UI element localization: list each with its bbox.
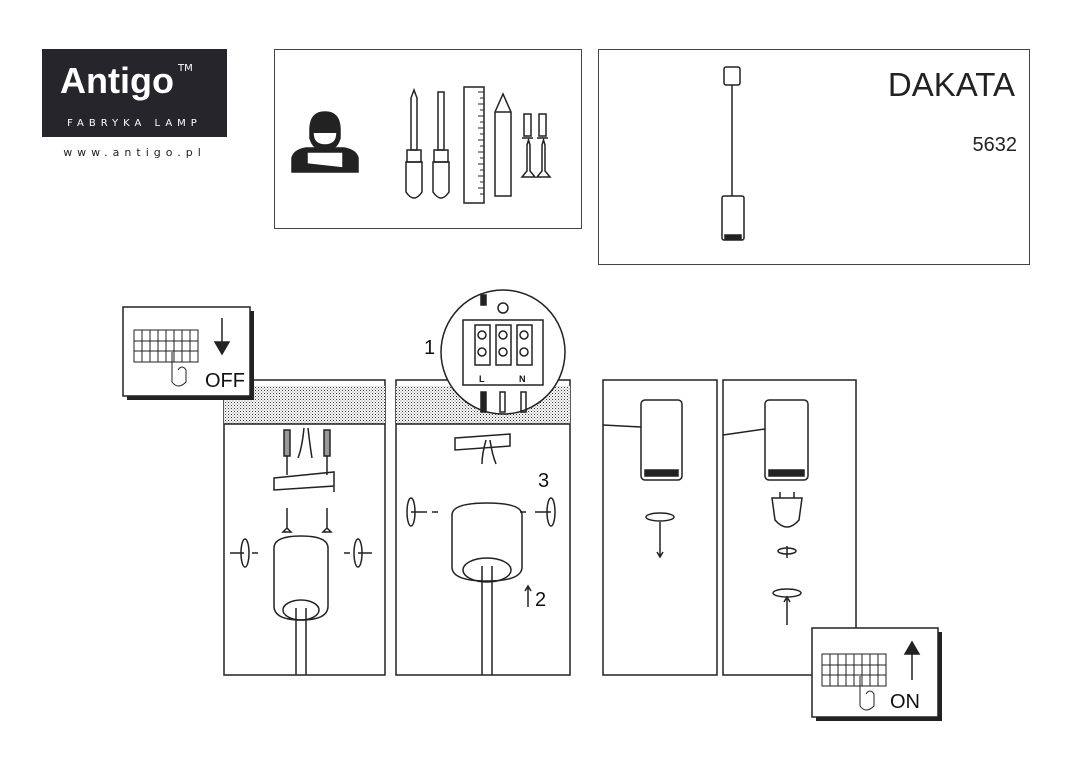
phillips-screwdriver-icon — [405, 87, 423, 199]
wall-plug-icon — [522, 113, 548, 139]
product-name: DAKATA — [887, 66, 1015, 103]
arrow-down-icon — [213, 318, 231, 356]
electrician-icon — [291, 111, 359, 173]
step-panel-3 — [602, 379, 718, 676]
logo-trademark: TM — [177, 63, 193, 74]
bulb-install — [722, 399, 809, 625]
brand-logo: Antigo TM FABRYKA LAMP — [42, 49, 227, 137]
terminal-l-label: L — [479, 374, 485, 384]
ceiling-mount-assembly — [230, 427, 372, 675]
arrow-up-icon — [903, 640, 921, 680]
flat-screwdriver-icon — [432, 91, 450, 199]
tools-panel — [274, 49, 582, 229]
step-1-label: 1 — [424, 337, 435, 359]
screw-icon — [520, 137, 552, 178]
logo-tagline: FABRYKA LAMP — [67, 118, 202, 129]
step-3-label: 3 — [538, 470, 549, 492]
power-on-label: ON — [890, 691, 920, 713]
pencil-icon — [494, 92, 512, 197]
terminal-n-label: N — [519, 374, 526, 384]
lamp-shade-install — [602, 399, 683, 559]
ruler-icon — [463, 86, 485, 204]
step-panel-1 — [223, 379, 386, 676]
website-url: www.antigo.pl — [63, 146, 206, 159]
logo-wordmark: Antigo TM — [60, 61, 193, 101]
step-panel-4 — [722, 379, 857, 676]
fuse-box-icon — [821, 653, 887, 711]
logo-name: Antigo — [60, 60, 174, 101]
pendant-lamp-illustration — [721, 66, 745, 241]
product-panel — [598, 49, 1030, 265]
power-on-box — [811, 627, 939, 718]
product-code: 5632 — [972, 134, 1018, 156]
ceiling-mount-assembly-2 — [406, 433, 556, 675]
power-off-label: OFF — [205, 370, 245, 392]
terminal-block-detail — [440, 289, 566, 415]
step-2-label: 2 — [535, 589, 546, 611]
fuse-box-icon — [133, 329, 199, 387]
